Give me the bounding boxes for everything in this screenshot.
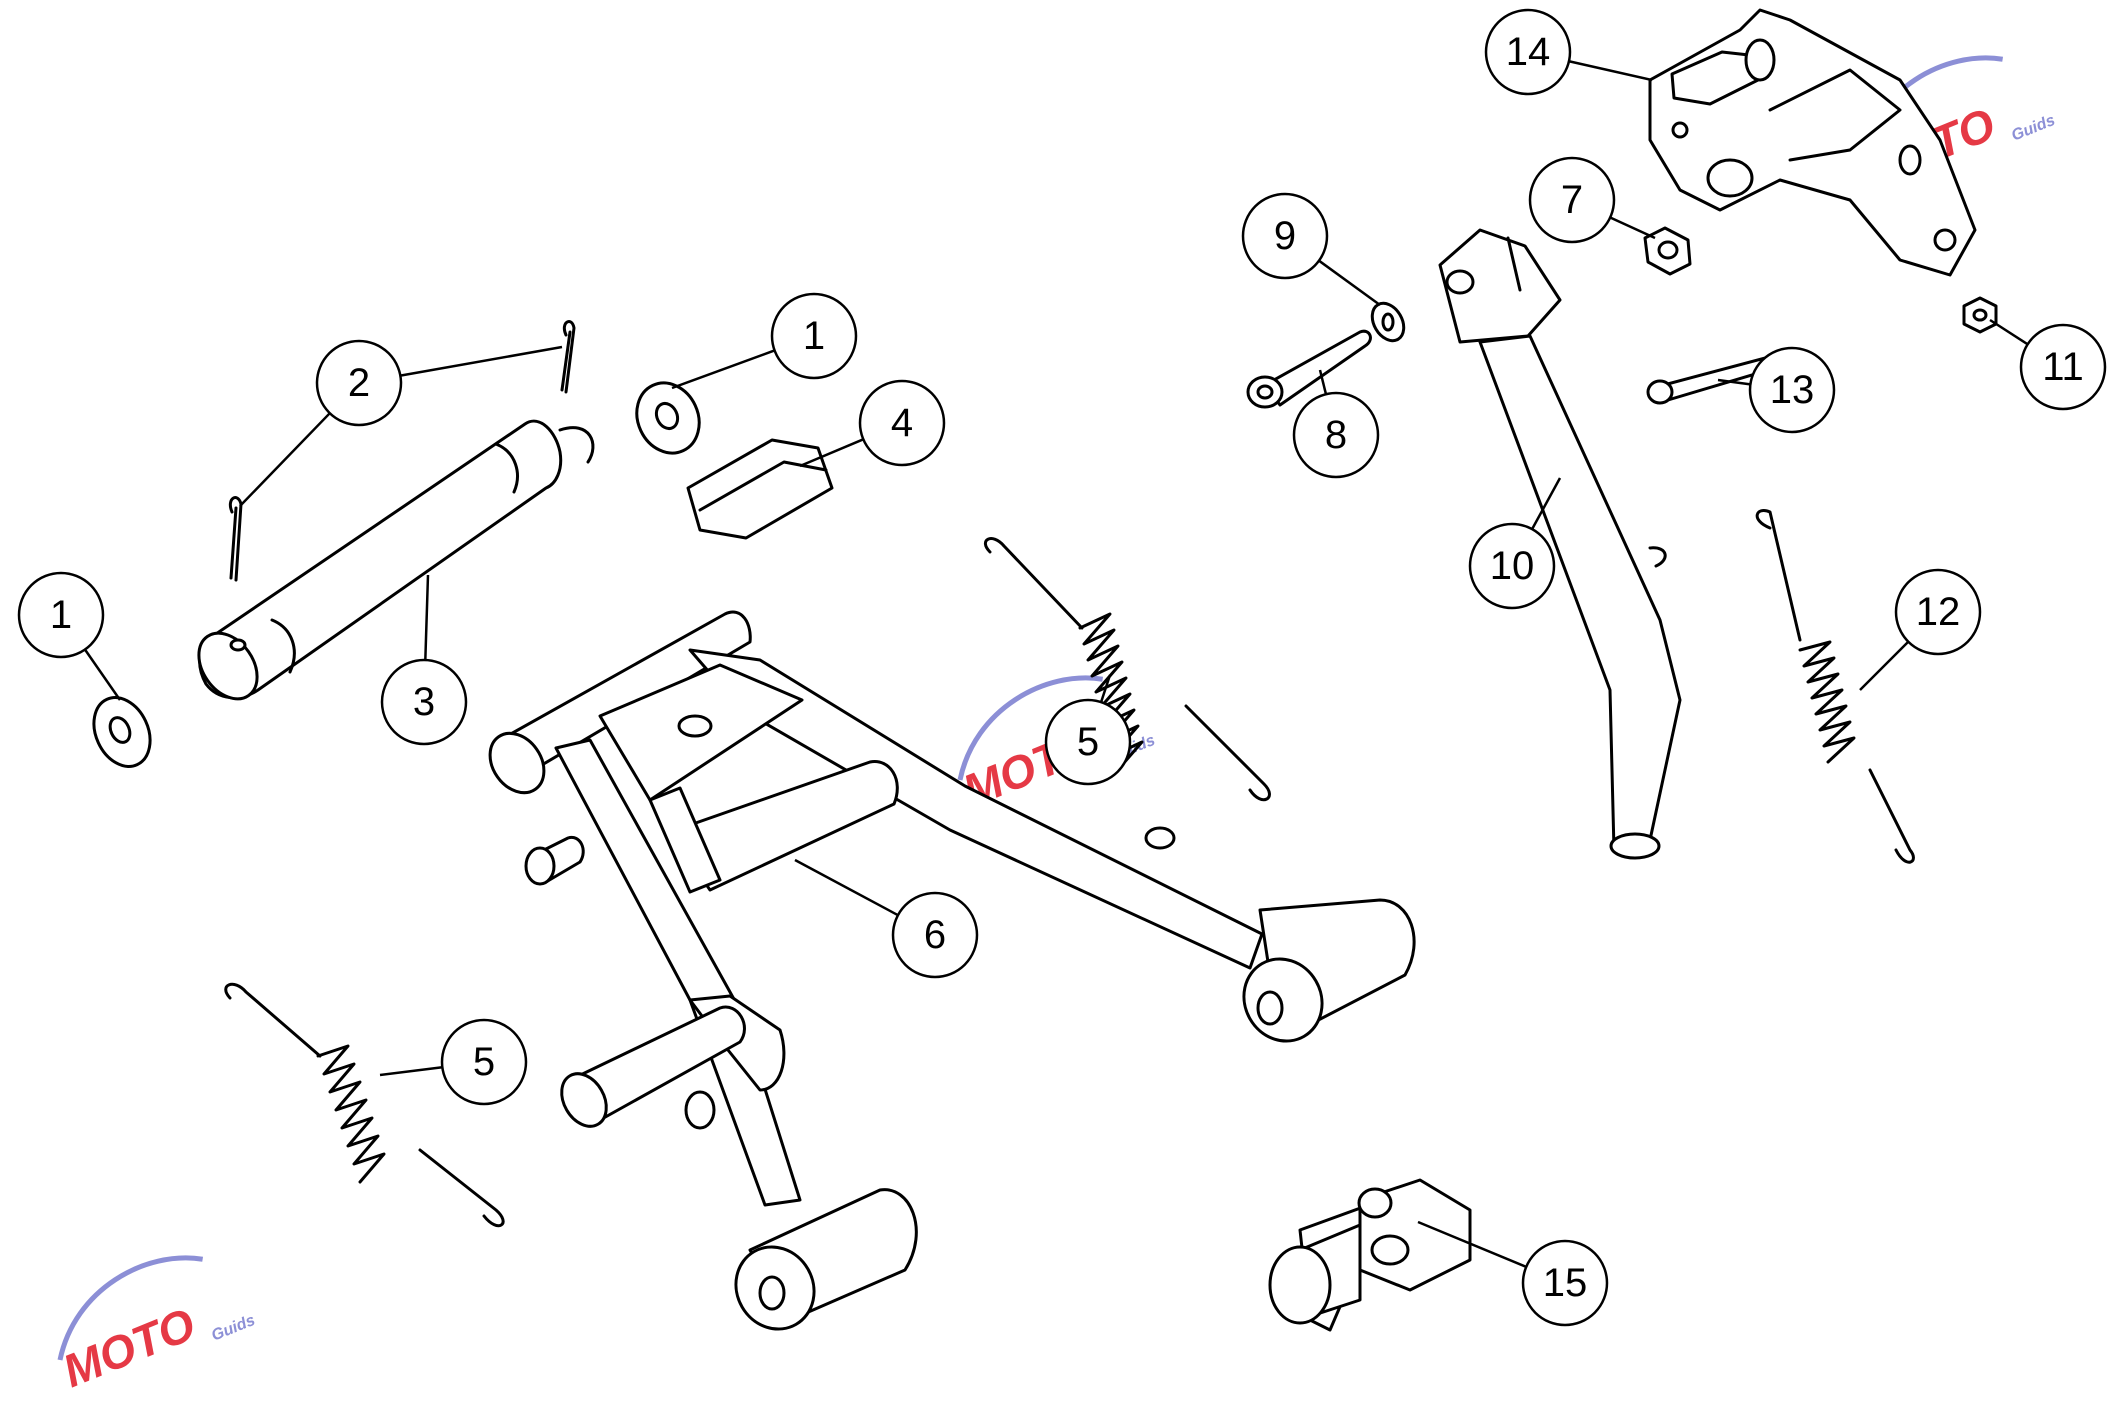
callout-c2b [239, 412, 331, 507]
callout-label: 11 [2042, 345, 2084, 389]
callout-leader-line [83, 648, 122, 701]
callout-circle [858, 379, 946, 467]
part-1-washer-right [635, 381, 701, 455]
callout-c6: 6 [794, 858, 979, 979]
callout-label: 5 [1077, 720, 1099, 764]
watermark-sub: Guids [209, 1312, 257, 1345]
callout-label: 12 [1916, 590, 1961, 634]
callout-label: 15 [1543, 1261, 1588, 1305]
part-12-spring [1755, 509, 1915, 864]
callout-c11: 11 [1989, 318, 2107, 411]
part-10-side-stand [1438, 228, 1682, 860]
callout-c4: 4 [799, 379, 946, 468]
callout-leader-line [1859, 640, 1910, 691]
callout-label: 1 [803, 314, 825, 358]
callout-leader-line [1609, 216, 1656, 240]
callout-c14: 14 [1484, 8, 1653, 96]
callout-leader-line [1318, 259, 1381, 307]
callout-leader-line [239, 412, 331, 507]
part-8-bolt [1246, 329, 1372, 409]
callout-circle [1484, 8, 1572, 96]
part-5-spring-center [983, 537, 1271, 802]
callout-c5a: 5 [1044, 674, 1132, 786]
part-2-cotter-pin-bottom [228, 496, 243, 582]
part-9-washer [1370, 301, 1406, 343]
callout-label: 1 [50, 593, 72, 637]
callout-leader-line [799, 438, 864, 468]
callout-c2: 2 [315, 339, 563, 427]
callout-circle [770, 292, 858, 380]
watermark-sub: Guids [2009, 112, 2057, 145]
callout-circle [2019, 323, 2107, 411]
callout-c3: 3 [380, 574, 468, 746]
callout-circle [17, 571, 105, 659]
callout-label: 14 [1506, 30, 1551, 74]
part-11-nut [1962, 296, 1998, 334]
callout-label: 8 [1325, 413, 1347, 457]
part-4-rubber-pad [686, 438, 834, 540]
callout-label: 13 [1770, 368, 1815, 412]
part-14-stand-bracket [1648, 8, 1977, 277]
callout-circle [1528, 156, 1616, 244]
watermark-logo-bottom-left: MOTO Guids [56, 1255, 258, 1397]
callout-leader-line [794, 858, 899, 917]
callout-circle [440, 1018, 528, 1106]
callout-circle [891, 891, 979, 979]
callout-leader-line [1568, 60, 1653, 82]
part-15-pivot-block [1268, 1178, 1472, 1332]
callout-circle [1521, 1239, 1609, 1327]
callout-circle [1292, 391, 1380, 479]
callout-label: 10 [1490, 544, 1535, 588]
part-5-spring-bottom [224, 982, 505, 1228]
callout-leader-line [424, 574, 430, 661]
callout-label: 7 [1561, 178, 1583, 222]
callout-leader-line [1717, 378, 1751, 386]
callout-c13: 13 [1717, 346, 1836, 434]
callout-label: 5 [473, 1040, 495, 1084]
callout-c10: 10 [1468, 477, 1562, 610]
callout-c1a: 1 [17, 571, 122, 701]
callout-circle [1044, 698, 1132, 786]
callout-leader-line [379, 1065, 443, 1077]
callout-circle [315, 339, 403, 427]
watermark-brand: MOTO [56, 1297, 203, 1397]
part-2-cotter-pin-top [560, 320, 576, 394]
callout-leader-line [1318, 369, 1328, 395]
callout-label: 9 [1274, 214, 1296, 258]
callout-leader-line [1417, 1220, 1527, 1269]
callout-circle [1894, 568, 1982, 656]
callout-c9: 9 [1241, 192, 1381, 307]
callout-label: 2 [348, 361, 370, 405]
part-7-nut [1643, 226, 1692, 276]
callout-label: 4 [891, 401, 913, 445]
callout-c7: 7 [1528, 156, 1656, 244]
callout-label: 6 [924, 913, 946, 957]
callout-leader-line [1989, 318, 2029, 346]
callout-c12: 12 [1859, 568, 1982, 691]
callout-circle [1468, 522, 1556, 610]
callout-circle [380, 658, 468, 746]
callout-circle [1241, 192, 1329, 280]
callout-leader-line [400, 345, 563, 377]
part-3-pivot-shaft [197, 419, 595, 701]
callout-label: 3 [413, 680, 435, 724]
callout-circle [1748, 346, 1836, 434]
callout-c5b: 5 [379, 1018, 528, 1106]
part-6-main-stand [488, 610, 1416, 1331]
callout-c1b: 1 [671, 292, 858, 390]
callout-leader-line [1099, 674, 1112, 703]
callout-c15: 15 [1417, 1220, 1609, 1327]
part-1-washer-left [92, 696, 152, 768]
callout-leader-line [1531, 477, 1562, 530]
callout-c8: 8 [1292, 369, 1380, 479]
callout-leader-line [671, 349, 775, 390]
